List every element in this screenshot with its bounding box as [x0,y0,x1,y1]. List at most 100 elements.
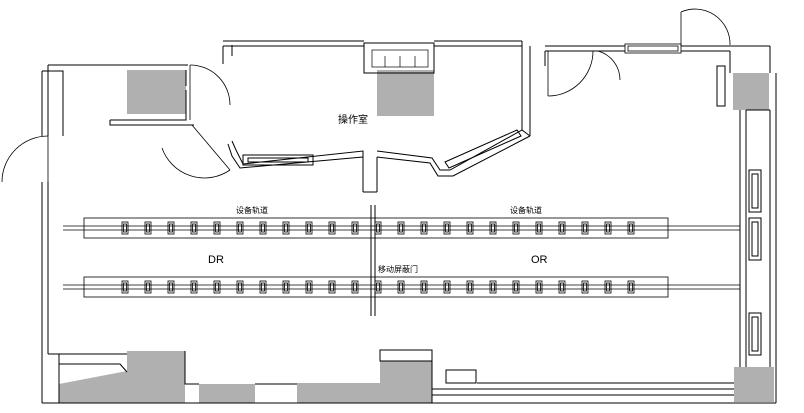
rail-clamp [121,280,129,294]
rail-clamp [236,280,244,294]
rail-clamp-inner [399,282,403,292]
rail-clamp [489,280,497,294]
rail-clamp [558,280,566,294]
rail-clamp [282,280,290,294]
rail-clamp-inner [215,223,219,233]
rail-clamp [466,221,474,235]
rail-clamp [466,280,474,294]
rail-clamp-inner [353,223,357,233]
rail-clamp-inner [422,223,426,233]
rail-clamp [236,221,244,235]
windows [624,43,682,54]
rail-clamp [604,280,612,294]
rail-clamp-inner [215,282,219,292]
rail-clamp [213,280,221,294]
rail-clamp-inner [514,223,518,233]
rail-clamp [144,221,152,235]
rail-clamp-inner [560,223,564,233]
or-zone-label: OR [531,254,548,266]
rail-clamp-inner [468,223,472,233]
rail-clamp [535,280,543,294]
rail-clamp-inner [261,223,265,233]
rail-clamp [190,221,198,235]
control-room-label: 操作室 [338,113,368,126]
rail-clamp-inner [169,282,173,292]
rail-clamp-inner [399,223,403,233]
rail-clamp-inner [376,223,380,233]
column [297,383,382,403]
rail-clamp-inner [491,223,495,233]
rail-clamp-inner [445,223,449,233]
rail-clamp-inner [491,282,495,292]
rail-clamp [489,221,497,235]
rail-clamp [535,221,543,235]
walls [41,40,777,404]
column [380,361,432,403]
rail-clamp [121,221,129,235]
rail-clamp [259,221,267,235]
dr-zone-label: DR [208,254,224,266]
rail-clamp [420,221,428,235]
rail-clamp [351,221,359,235]
rail-clamp-inner [606,282,610,292]
column [377,70,434,116]
rail-clamp [167,280,175,294]
rail-clamp [604,221,612,235]
rail-clamp-inner [445,282,449,292]
rail-clamp [627,221,635,235]
rail-clamp [213,221,221,235]
rail-clamp-inner [169,223,173,233]
structural-columns [59,70,774,403]
column [733,73,769,110]
rail-clamp [328,221,336,235]
rail-clamp-inner [123,282,127,292]
rail-clamp-inner [307,282,311,292]
column [127,351,185,403]
column [199,384,255,403]
rail-clamp [443,221,451,235]
column [127,70,186,114]
rail-clamp [397,221,405,235]
rail-clamp-inner [284,282,288,292]
rail-clamp [144,280,152,294]
rail-left-label: 设备轨道 [236,205,268,215]
rail-clamp-inner [560,282,564,292]
rail-clamp [305,280,313,294]
rail-right-label: 设备轨道 [510,205,542,215]
rail-clamp-inner [192,223,196,233]
door-label-background [377,262,419,274]
rail-clamp-inner [307,223,311,233]
rail-clamp [282,221,290,235]
rail-clamp [305,221,313,235]
rail-clamp-inner [583,282,587,292]
rail-clamp-inner [353,282,357,292]
rail-clamp [512,280,520,294]
column [59,371,127,403]
rail-clamp-inner [606,223,610,233]
rail-clamp [420,280,428,294]
rail-clamp-inner [629,223,633,233]
rail-clamps [121,221,635,294]
rail-clamp-inner [376,282,380,292]
equipment-top [371,49,429,68]
rail-clamp [581,221,589,235]
doors [1,8,731,183]
rail-clamp-inner [537,282,541,292]
rail-clamp-inner [422,282,426,292]
column [734,367,774,402]
rail-clamp-inner [284,223,288,233]
rail-clamp-inner [261,282,265,292]
rail-clamp-inner [123,223,127,233]
rail-clamp [558,221,566,235]
rail-clamp-inner [238,282,242,292]
rail-clamp-inner [146,282,150,292]
rail-clamp [443,280,451,294]
rail-clamp [167,221,175,235]
rail-clamp-inner [629,282,633,292]
rail-clamp [259,280,267,294]
rail-clamp-inner [514,282,518,292]
rail-clamp-inner [146,223,150,233]
rail-clamp [512,221,520,235]
rail-clamp-inner [583,223,587,233]
